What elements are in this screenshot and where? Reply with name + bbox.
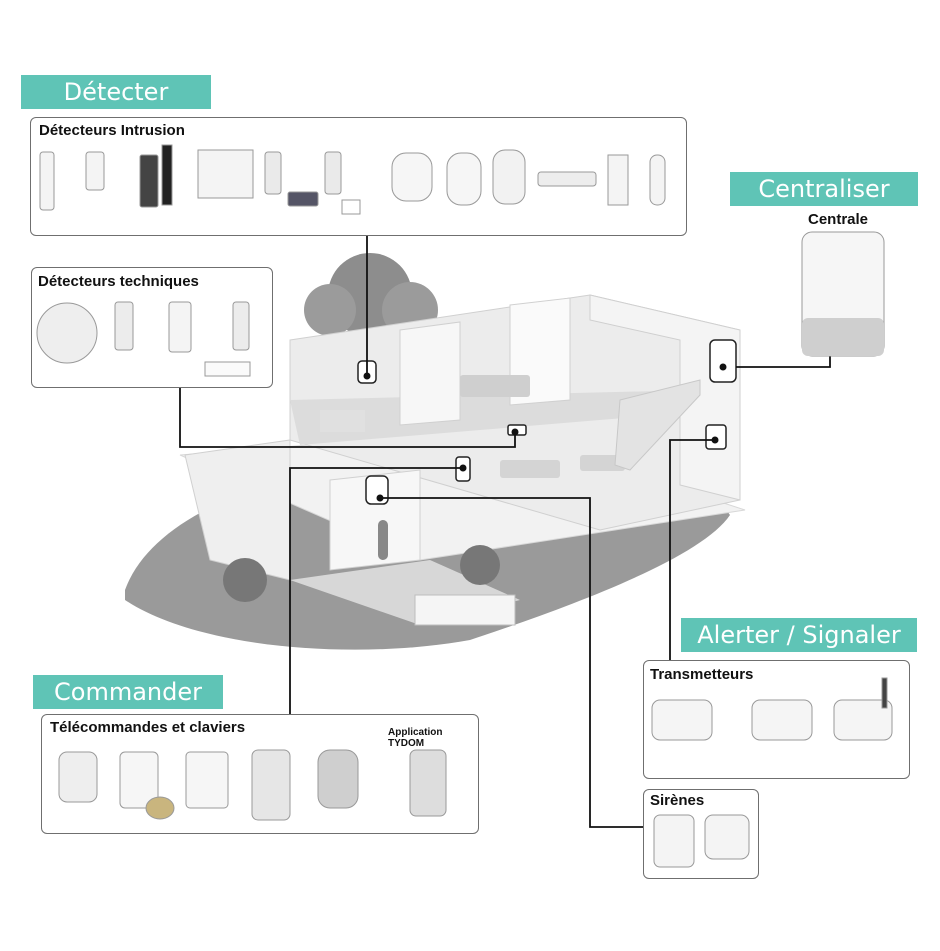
panel-sirenes-title: Sirènes <box>650 792 705 809</box>
remote-control-icon <box>58 751 98 803</box>
section-centraliser: Centraliser <box>730 172 918 206</box>
panel-transmetteurs: Transmetteurs <box>643 660 910 779</box>
panel-techniques-title: Détecteurs techniques <box>38 273 199 290</box>
badge-icon <box>145 796 175 820</box>
panel-intrusion: Détecteurs Intrusion <box>30 117 687 236</box>
glass-break-sensor-icon <box>197 149 254 199</box>
indoor-siren-icon <box>704 814 750 860</box>
vibration-sensor-icon <box>139 154 159 208</box>
badge-keypad-icon <box>119 751 159 809</box>
transmitter-gsm-icon <box>751 699 813 741</box>
water-leak-sensor-icon <box>232 301 250 351</box>
section-detecter: Détecter <box>21 75 211 109</box>
intrusion-detectors-row <box>39 144 666 215</box>
flood-detector-icon <box>114 301 134 351</box>
panel-intrusion-title: Détecteurs Intrusion <box>39 122 185 139</box>
panel-sirenes: Sirènes <box>643 789 759 879</box>
contact-sensor-icon <box>85 151 105 191</box>
sirens-row <box>653 814 750 868</box>
camera-detector-icon <box>492 149 526 205</box>
transmitters-row <box>651 677 893 741</box>
pet-motion-detector-icon <box>446 152 482 206</box>
connector-lines <box>179 235 831 828</box>
transmitter-ip-icon <box>833 699 893 741</box>
panel-transmetteurs-title: Transmetteurs <box>650 666 754 683</box>
panel-telecommandes-title: Télécommandes et claviers <box>50 719 246 736</box>
outdoor-keypad-icon <box>317 749 359 809</box>
panel-techniques: Détecteurs techniques <box>31 267 273 388</box>
central-unit-device <box>709 339 737 383</box>
remotes-row <box>58 749 447 821</box>
tydom-app-label: Application TYDOM <box>388 727 443 749</box>
transmitter-rtc-icon <box>651 699 713 741</box>
smoke-detector-icon <box>36 302 98 364</box>
outdoor-detector-icon <box>607 154 629 206</box>
motion-detector-icon <box>391 152 433 202</box>
technical-detectors-row <box>36 301 251 377</box>
curtain-detector-icon <box>537 171 597 187</box>
outdoor-siren-icon <box>653 814 695 868</box>
section-alerter: Alerter / Signaler <box>681 618 917 652</box>
shock-detector-icon <box>264 151 282 195</box>
water-sensor-icon <box>324 151 342 195</box>
lcd-keypad-icon <box>251 749 291 821</box>
centrale-caption: Centrale <box>808 211 869 228</box>
section-commander: Commander <box>33 675 223 709</box>
floor-slab <box>290 390 720 445</box>
panel-telecommandes: Télécommandes et claviers Application TY… <box>41 714 479 834</box>
smartphone-app-icon <box>409 749 447 817</box>
keypad-icon <box>185 751 229 809</box>
temperature-sensor-icon <box>168 301 192 353</box>
door-contact-icon <box>39 151 55 211</box>
dual-beam-detector-icon <box>649 154 666 206</box>
